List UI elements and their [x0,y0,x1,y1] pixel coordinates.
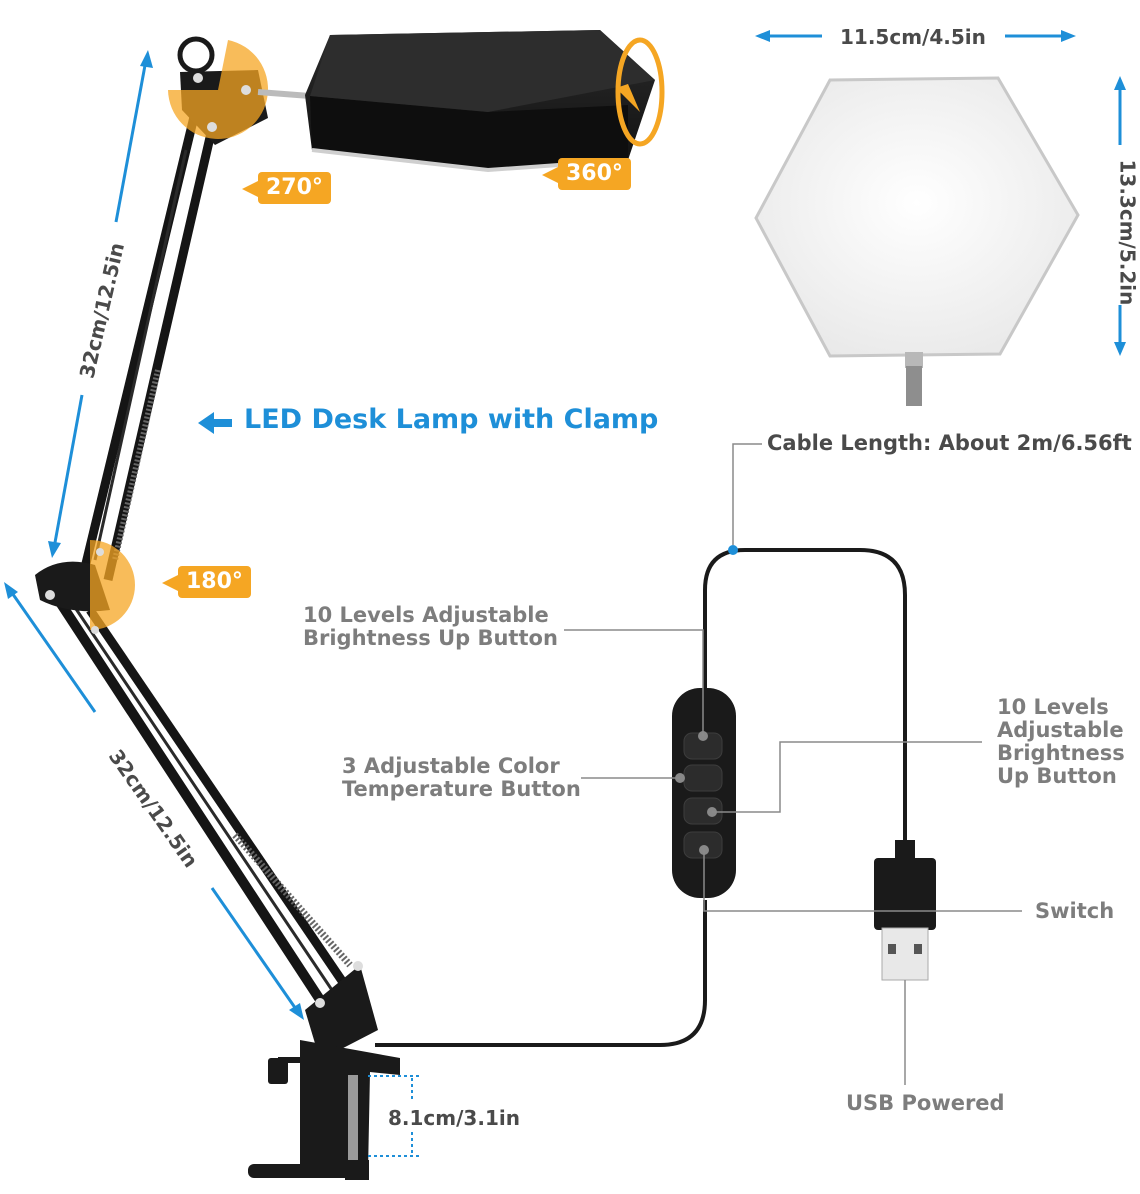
dimension-panel-width: 11.5cm/4.5in [840,25,986,49]
usb-powered-label: USB Powered [846,1091,1005,1115]
power-cable [703,548,907,840]
inline-controller [672,688,736,898]
brightness-right-label-line3: Brightness [997,741,1125,765]
dimension-panel-height: 13.3cm/5.2in [1115,159,1140,306]
angle-badge-head-rotation: 360° [542,158,631,190]
brightness-right-label-line4: Up Button [997,764,1117,788]
lamp-head [305,30,665,173]
switch-label: Switch [1035,899,1115,923]
brightness-up-label-line1: 10 Levels Adjustable [303,603,549,627]
usb-plug [874,840,936,981]
lower-arm [47,587,359,1018]
desk-clamp [248,961,400,1180]
diagram-title: LED Desk Lamp with Clamp [244,404,659,435]
light-panel-front [754,76,1080,406]
upper-arm [77,90,219,582]
elbow-joint [35,540,135,634]
callout-leaders [564,443,1022,1085]
color-temperature-label-line2: Temperature Button [342,777,581,801]
angle-badge-top-joint: 270° [242,172,331,204]
cable-length-label: Cable Length: About 2m/6.56ft [767,431,1132,455]
clamp-dimension-guides [368,1075,420,1157]
top-joint [168,36,311,145]
dimension-arrows [4,30,1126,1020]
brightness-right-label-line1: 10 Levels [997,695,1109,719]
dimension-clamp-opening: 8.1cm/3.1in [388,1106,520,1130]
brightness-right-label-line2: Adjustable [997,718,1124,742]
brightness-up-label-line2: Brightness Up Button [303,626,558,650]
angle-badge-elbow: 180° [162,566,251,598]
color-temperature-label-line1: 3 Adjustable Color [342,754,560,778]
